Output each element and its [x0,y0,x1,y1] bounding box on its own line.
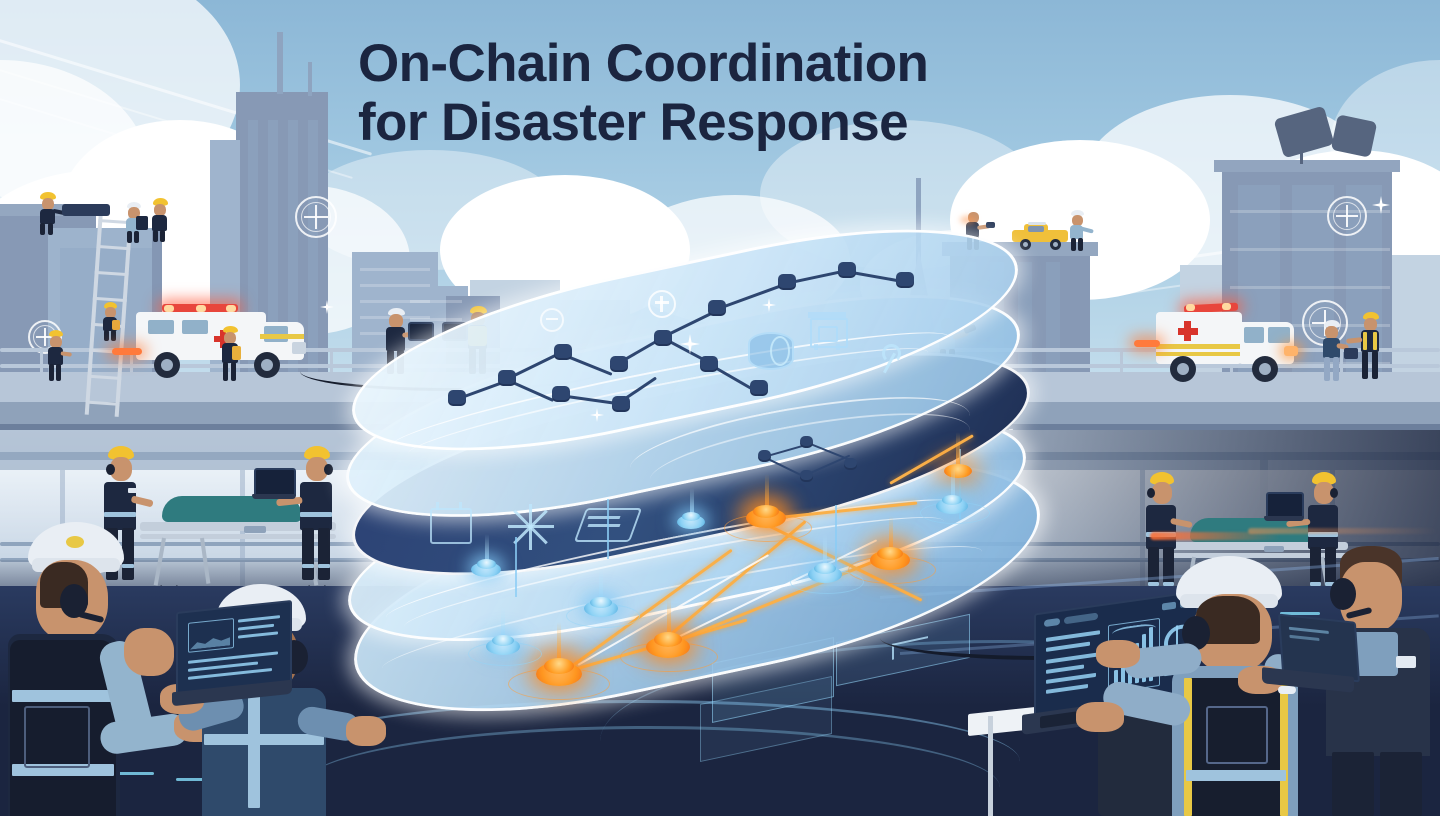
incident-beacon-orange-1 [508,622,610,702]
snowflake-icon [508,504,554,550]
ladder-climber [100,300,124,341]
aid-marker-right-building [1327,196,1367,236]
node-graph-network [330,236,1050,706]
desk-leg [988,716,993,816]
coin-icon-2 [540,308,564,332]
ops-operator-seated-right [1076,556,1352,816]
field-worker-right-vest [1346,312,1388,380]
database-icon [748,332,794,370]
relay-beacon-cyan-2 [566,568,640,634]
relay-beacon-cyan-3 [790,534,864,600]
layer-stack [330,191,1050,753]
foreground-laptop-left [172,599,292,714]
standing-operator-laptop [1258,613,1360,702]
wrench-icon [876,344,906,374]
ambulance-right [1134,300,1308,382]
field-worker-right-case [1318,320,1358,382]
page-title: On-Chain Coordination for Disaster Respo… [358,34,1118,153]
relay-beacon-cyan-1 [468,606,542,672]
rooftop-worker-mid-2 [1066,210,1094,251]
incident-beacon-orange-4 [848,516,936,590]
incident-beacon-orange-3 [724,474,812,548]
ops-lead-left [2,522,222,816]
ambulance-left [110,304,306,380]
server-icon [430,502,472,546]
rooftop-equipment-case [62,204,110,216]
deck-laptop-1 [408,322,434,341]
relay-beacon-cyan-5 [462,534,512,592]
emergency-glow-right [1150,532,1280,540]
emergency-glow-left [1248,528,1438,534]
medic-left-2-with-laptop [252,446,344,582]
coin-icon [648,290,676,318]
deck-worker-left-backpack [218,326,246,382]
deck-worker-left-radio [44,330,72,382]
incident-beacon-orange-2 [620,598,718,678]
rooftop-utility-truck [1012,222,1068,250]
medic-right-2-with-laptop [1264,472,1350,598]
secondary-node-cluster [330,236,1050,706]
title-line-2: for Disaster Response [358,93,909,153]
aid-marker-left-tower [295,196,337,238]
relay-beacon-cyan-4 [920,468,990,530]
rooftop-worker-left-1 [34,192,66,235]
medic-right-1 [1140,472,1193,598]
rooftop-worker-left-3 [136,198,176,242]
vault-icon [806,308,848,350]
title-line-1: On-Chain Coordination [358,34,929,93]
relay-beacon-cyan-6 [668,488,716,544]
